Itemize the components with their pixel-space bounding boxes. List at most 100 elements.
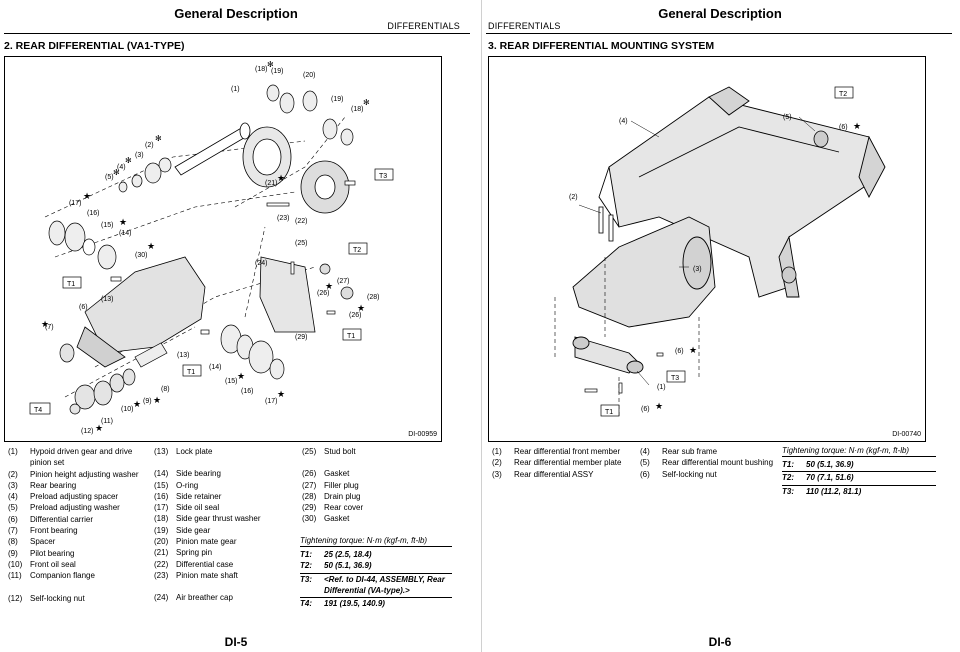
svg-text:✻: ✻ xyxy=(267,60,274,69)
svg-text:★: ★ xyxy=(41,319,49,329)
callout-3: (3) xyxy=(693,266,702,273)
callout-8: (8) xyxy=(161,386,170,393)
callout-16b: (16) xyxy=(241,388,253,395)
torque-t2: T2 xyxy=(353,247,361,254)
legend-item: (9)Pilot bearing xyxy=(8,548,75,558)
callout-19a: (19) xyxy=(271,68,283,75)
callout-16a: (16) xyxy=(87,210,99,217)
section-title: 2. REAR DIFFERENTIAL (VA1-TYPE) xyxy=(4,40,185,52)
callout-12: (12) xyxy=(81,428,93,435)
svg-text:★: ★ xyxy=(357,303,365,313)
legend-item: (28)Drain plug xyxy=(302,491,361,501)
callout-26b: (26) xyxy=(349,312,361,319)
callout-5: (5) xyxy=(783,114,792,121)
torque-t3: T3 xyxy=(379,173,387,180)
callout-29: (29) xyxy=(295,334,307,341)
legend-item: (3)Rear bearing xyxy=(8,480,77,490)
page-di-5: General Description DIFFERENTIALS 2. REA… xyxy=(0,0,472,652)
torque-t1c: T1 xyxy=(347,333,355,340)
header-rule xyxy=(486,33,952,34)
rear-cover xyxy=(259,256,316,333)
svg-text:★: ★ xyxy=(119,217,127,227)
page-number: DI-6 xyxy=(708,635,732,649)
drive-pinion xyxy=(174,122,251,176)
callout-20: (20) xyxy=(303,72,315,79)
legend-column-3: (25)Stud bolt (26)Gasket (27)Filler plug… xyxy=(302,446,452,525)
svg-text:★: ★ xyxy=(153,395,161,405)
callout-14b: (14) xyxy=(209,364,221,371)
callout-13b: (13) xyxy=(177,352,189,359)
torque-t4: T4 xyxy=(34,407,42,414)
callout-15b: (15) xyxy=(225,378,237,385)
legend-item: (5)Rear differential mount bushing xyxy=(640,458,774,468)
callout-3: (3) xyxy=(135,152,144,159)
legend-item: (14)Side bearing xyxy=(154,469,221,479)
callout-22: (22) xyxy=(295,218,307,225)
legend-item: (30)Gasket xyxy=(302,514,350,524)
callout-1: (1) xyxy=(231,86,240,93)
svg-text:★: ★ xyxy=(277,173,285,183)
callout-18b: (18) xyxy=(351,106,363,113)
legend-item: (3)Rear differential ASSY xyxy=(492,469,594,479)
callout-1: (1) xyxy=(657,384,666,391)
svg-text:★: ★ xyxy=(133,399,141,409)
legend-item: (21)Spring pin xyxy=(154,548,213,558)
legend-column-1: (1)Rear differential front member (2)Rea… xyxy=(492,446,642,480)
legend-item: (5)Preload adjusting washer xyxy=(8,503,120,513)
page-di-6: General Description DIFFERENTIALS 3. REA… xyxy=(484,0,956,652)
member-plate xyxy=(598,206,614,242)
legend-item: (2)Pinion height adjusting washer xyxy=(8,469,139,479)
page-divider xyxy=(481,0,482,652)
callout-21: (21) xyxy=(265,180,277,187)
header-rule xyxy=(4,33,470,34)
callout-23: (23) xyxy=(277,215,289,222)
callout-18a: (18) xyxy=(255,66,267,73)
legend-item: (18)Side gear thrust washer xyxy=(154,514,261,524)
legend-column-1: (1)Hypoid driven gear and drive pinion s… xyxy=(8,446,148,604)
front-member xyxy=(572,336,644,374)
exploded-diagram: (1) (2) (3) (4) (5) (6) (7) (8) (9) (10)… xyxy=(4,56,442,442)
callout-11: (11) xyxy=(101,418,113,425)
svg-text:★: ★ xyxy=(147,241,155,251)
legend-item: (12)Self-locking nut xyxy=(8,593,85,603)
legend-item: (22)Differential case xyxy=(154,559,234,569)
callout-24: (24) xyxy=(255,260,267,267)
torque-row: T4:191 (19.5, 140.9) xyxy=(300,597,452,609)
torque-row: T1:25 (2.5, 18.4) xyxy=(300,550,372,559)
legend-item: (6)Differential carrier xyxy=(8,514,93,524)
torque-heading: Tightening torque: N·m (kgf-m, ft-lb) xyxy=(782,446,936,457)
legend-item: (4)Preload adjusting spacer xyxy=(8,492,119,502)
torque-t1b: T1 xyxy=(187,369,195,376)
legend-item: (23)Pinion mate shaft xyxy=(154,570,238,580)
callout-26a: (26) xyxy=(317,290,329,297)
legend-item: (10)Front oil seal xyxy=(8,559,76,569)
ring-gear xyxy=(242,126,292,188)
page-title: General Description xyxy=(174,6,298,21)
figure-code: DI-00959 xyxy=(408,431,437,438)
callout-17a: (17) xyxy=(69,200,81,207)
differential-carrier xyxy=(76,256,206,368)
callout-10: (10) xyxy=(121,406,133,413)
legend-item: (1)Rear differential front member xyxy=(492,447,621,456)
callout-4: (4) xyxy=(117,164,126,171)
page-number: DI-5 xyxy=(224,635,248,649)
legend-item: (15)O-ring xyxy=(154,480,199,490)
callout-19b: (19) xyxy=(331,96,343,103)
legend-item: (29)Rear cover xyxy=(302,503,364,513)
callout-14a: (14) xyxy=(119,230,131,237)
svg-text:★: ★ xyxy=(237,371,245,381)
torque-heading: Tightening torque: N·m (kgf-m, ft-lb) xyxy=(300,536,452,547)
callout-6c: (6) xyxy=(641,406,650,413)
page-title: General Description xyxy=(658,6,782,21)
callout-15a: (15) xyxy=(101,222,113,229)
svg-text:★: ★ xyxy=(689,345,697,355)
torque-row: T3:<Ref. to DI-44, ASSEMBLY, Rear Differ… xyxy=(300,572,452,597)
torque-table: Tightening torque: N·m (kgf-m, ft-lb) T1… xyxy=(300,536,452,609)
legend-item: (4)Rear sub frame xyxy=(640,447,718,456)
legend-item: (25)Stud bolt xyxy=(302,447,356,456)
callout-2: (2) xyxy=(145,142,154,149)
rear-differential-assy xyxy=(572,216,716,328)
legend-item: (6)Self-locking nut xyxy=(640,469,717,479)
legend-item: (17)Side oil seal xyxy=(154,503,220,513)
svg-text:✻: ✻ xyxy=(155,134,162,143)
